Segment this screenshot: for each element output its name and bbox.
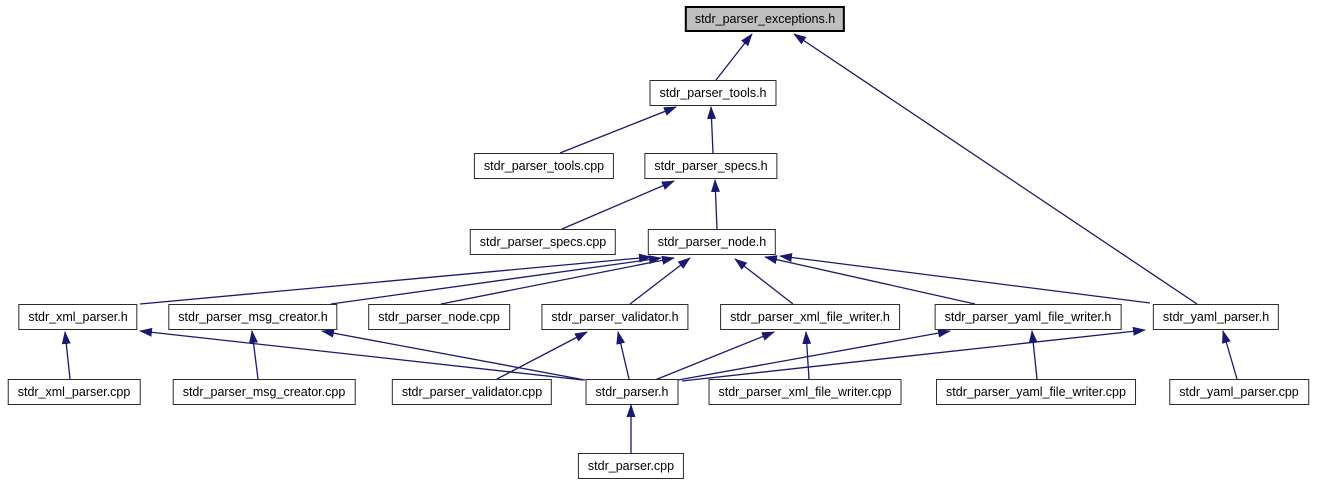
node-xml-parser-h[interactable]: stdr_xml_parser.h <box>18 304 138 330</box>
edge-parser-h-to-validator-h <box>616 331 630 380</box>
edge-parser-h-to-yaml-parser-h <box>681 326 1146 382</box>
node-validator-h[interactable]: stdr_parser_validator.h <box>541 304 689 330</box>
node-xml-file-writer-cpp[interactable]: stdr_parser_xml_file_writer.cpp <box>708 379 902 405</box>
edge-specs-h-to-tools-h <box>707 106 717 154</box>
edge-parser-h-to-yaml-file-writer-h <box>677 328 951 381</box>
edge-parser-h-to-xml-file-writer-h <box>654 331 775 381</box>
node-tools-cpp[interactable]: stdr_parser_tools.cpp <box>473 153 615 179</box>
node-specs-cpp[interactable]: stdr_parser_specs.cpp <box>469 229 617 255</box>
edge-yaml-parser-h-to-node-h <box>779 253 1151 304</box>
edge-msg-creator-cpp-to-msg-creator-h <box>249 330 259 380</box>
edge-node-cpp-to-node-h <box>440 255 675 305</box>
node-parser-h[interactable]: stdr_parser.h <box>585 379 679 405</box>
edge-yaml-parser-h-to-exceptions-h <box>793 33 1198 305</box>
edge-msg-creator-h-to-node-h <box>330 255 662 305</box>
edge-parser-h-to-xml-parser-h <box>139 327 584 381</box>
edge-validator-cpp-to-validator-h <box>496 331 588 380</box>
node-msg-creator-cpp[interactable]: stdr_parser_msg_creator.cpp <box>172 379 356 405</box>
node-yaml-parser-h[interactable]: stdr_yaml_parser.h <box>1152 304 1280 330</box>
edge-yaml-parser-cpp-to-yaml-parser-h <box>1222 330 1238 380</box>
node-node-cpp[interactable]: stdr_parser_node.cpp <box>368 304 510 330</box>
edge-xml-parser-h-to-node-h <box>139 253 652 305</box>
edge-yaml-file-writer-h-to-node-h <box>764 255 976 305</box>
node-xml-file-writer-h[interactable]: stdr_parser_xml_file_writer.h <box>720 304 900 330</box>
node-yaml-file-writer-cpp[interactable]: stdr_parser_yaml_file_writer.cpp <box>936 379 1136 405</box>
node-yaml-file-writer-h[interactable]: stdr_parser_yaml_file_writer.h <box>934 304 1122 330</box>
edge-tools-h-to-exceptions-h <box>715 33 753 81</box>
node-parser-cpp[interactable]: stdr_parser.cpp <box>577 453 685 479</box>
node-specs-h[interactable]: stdr_parser_specs.h <box>644 153 778 179</box>
edge-xml-parser-cpp-to-xml-parser-h <box>61 331 71 380</box>
edge-tools-cpp-to-tools-h <box>559 106 677 154</box>
node-yaml-parser-cpp[interactable]: stdr_yaml_parser.cpp <box>1169 379 1309 405</box>
node-exceptions-h: stdr_parser_exceptions.h <box>684 6 846 32</box>
edge-node-h-to-specs-h <box>710 179 720 230</box>
edge-specs-cpp-to-specs-h <box>561 180 675 230</box>
edges-group <box>61 33 1238 453</box>
edge-xml-file-writer-h-to-node-h <box>734 258 794 305</box>
node-tools-h[interactable]: stdr_parser_tools.h <box>649 80 777 106</box>
edge-validator-h-to-node-h <box>629 257 691 305</box>
node-node-h[interactable]: stdr_parser_node.h <box>647 229 777 255</box>
node-msg-creator-h[interactable]: stdr_parser_msg_creator.h <box>168 304 338 330</box>
edge-xml-file-writer-cpp-to-xml-file-writer-h <box>802 331 812 380</box>
node-xml-parser-cpp[interactable]: stdr_xml_parser.cpp <box>7 379 141 405</box>
edge-yaml-file-writer-cpp-to-yaml-file-writer-h <box>1028 330 1038 380</box>
edge-parser-h-to-msg-creator-h <box>321 328 586 381</box>
node-validator-cpp[interactable]: stdr_parser_validator.cpp <box>391 379 553 405</box>
